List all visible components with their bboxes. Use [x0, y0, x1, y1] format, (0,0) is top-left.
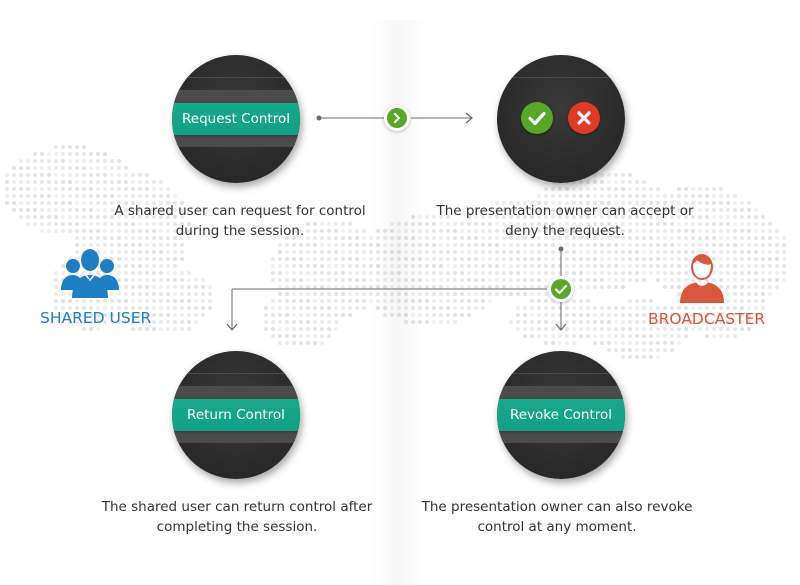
- decision-description: The presentation owner can accept or den…: [385, 201, 745, 241]
- return-description-line1: The shared user can return control after: [101, 499, 373, 515]
- arrowhead-right: [465, 112, 473, 124]
- return-description-line2: completing the session.: [156, 519, 318, 535]
- chevron-badge: [384, 105, 410, 131]
- broadcaster-label: BROADCASTER: [648, 310, 766, 328]
- deny-button[interactable]: [568, 102, 600, 134]
- revoke-control-button[interactable]: Revoke Control: [497, 399, 625, 431]
- request-description: A shared user can request for control du…: [60, 201, 420, 241]
- users-group-icon: [61, 249, 119, 298]
- revoke-control-node: Revoke Control: [497, 351, 625, 479]
- return-description: The shared user can return control after…: [47, 497, 427, 537]
- close-icon: [577, 111, 591, 125]
- check-icon: [554, 284, 568, 295]
- request-description-line1: A shared user can request for control: [114, 203, 366, 219]
- arrowhead-down-revoke: [555, 323, 567, 331]
- revoke-description: The presentation owner can also revoke c…: [367, 497, 747, 537]
- request-control-node: Request Control: [172, 55, 300, 183]
- check-icon: [528, 111, 546, 126]
- decision-description-line1: The presentation owner can accept or: [436, 203, 694, 219]
- approve-badge: [548, 276, 574, 302]
- revoke-description-line1: The presentation owner can also revoke: [421, 499, 693, 515]
- return-control-node: Return Control: [172, 351, 300, 479]
- user-icon: [680, 254, 724, 303]
- request-control-button[interactable]: Request Control: [172, 103, 300, 135]
- accept-button[interactable]: [521, 102, 553, 134]
- arrowhead-down-return: [226, 323, 238, 331]
- revoke-description-line2: control at any moment.: [477, 519, 637, 535]
- decision-description-line2: deny the request.: [505, 223, 625, 239]
- chevron-right-icon: [393, 112, 401, 124]
- shared-user-label: SHARED USER: [40, 309, 152, 327]
- decision-node: [497, 55, 625, 183]
- request-description-line2: during the session.: [175, 223, 305, 239]
- return-control-button[interactable]: Return Control: [172, 399, 300, 431]
